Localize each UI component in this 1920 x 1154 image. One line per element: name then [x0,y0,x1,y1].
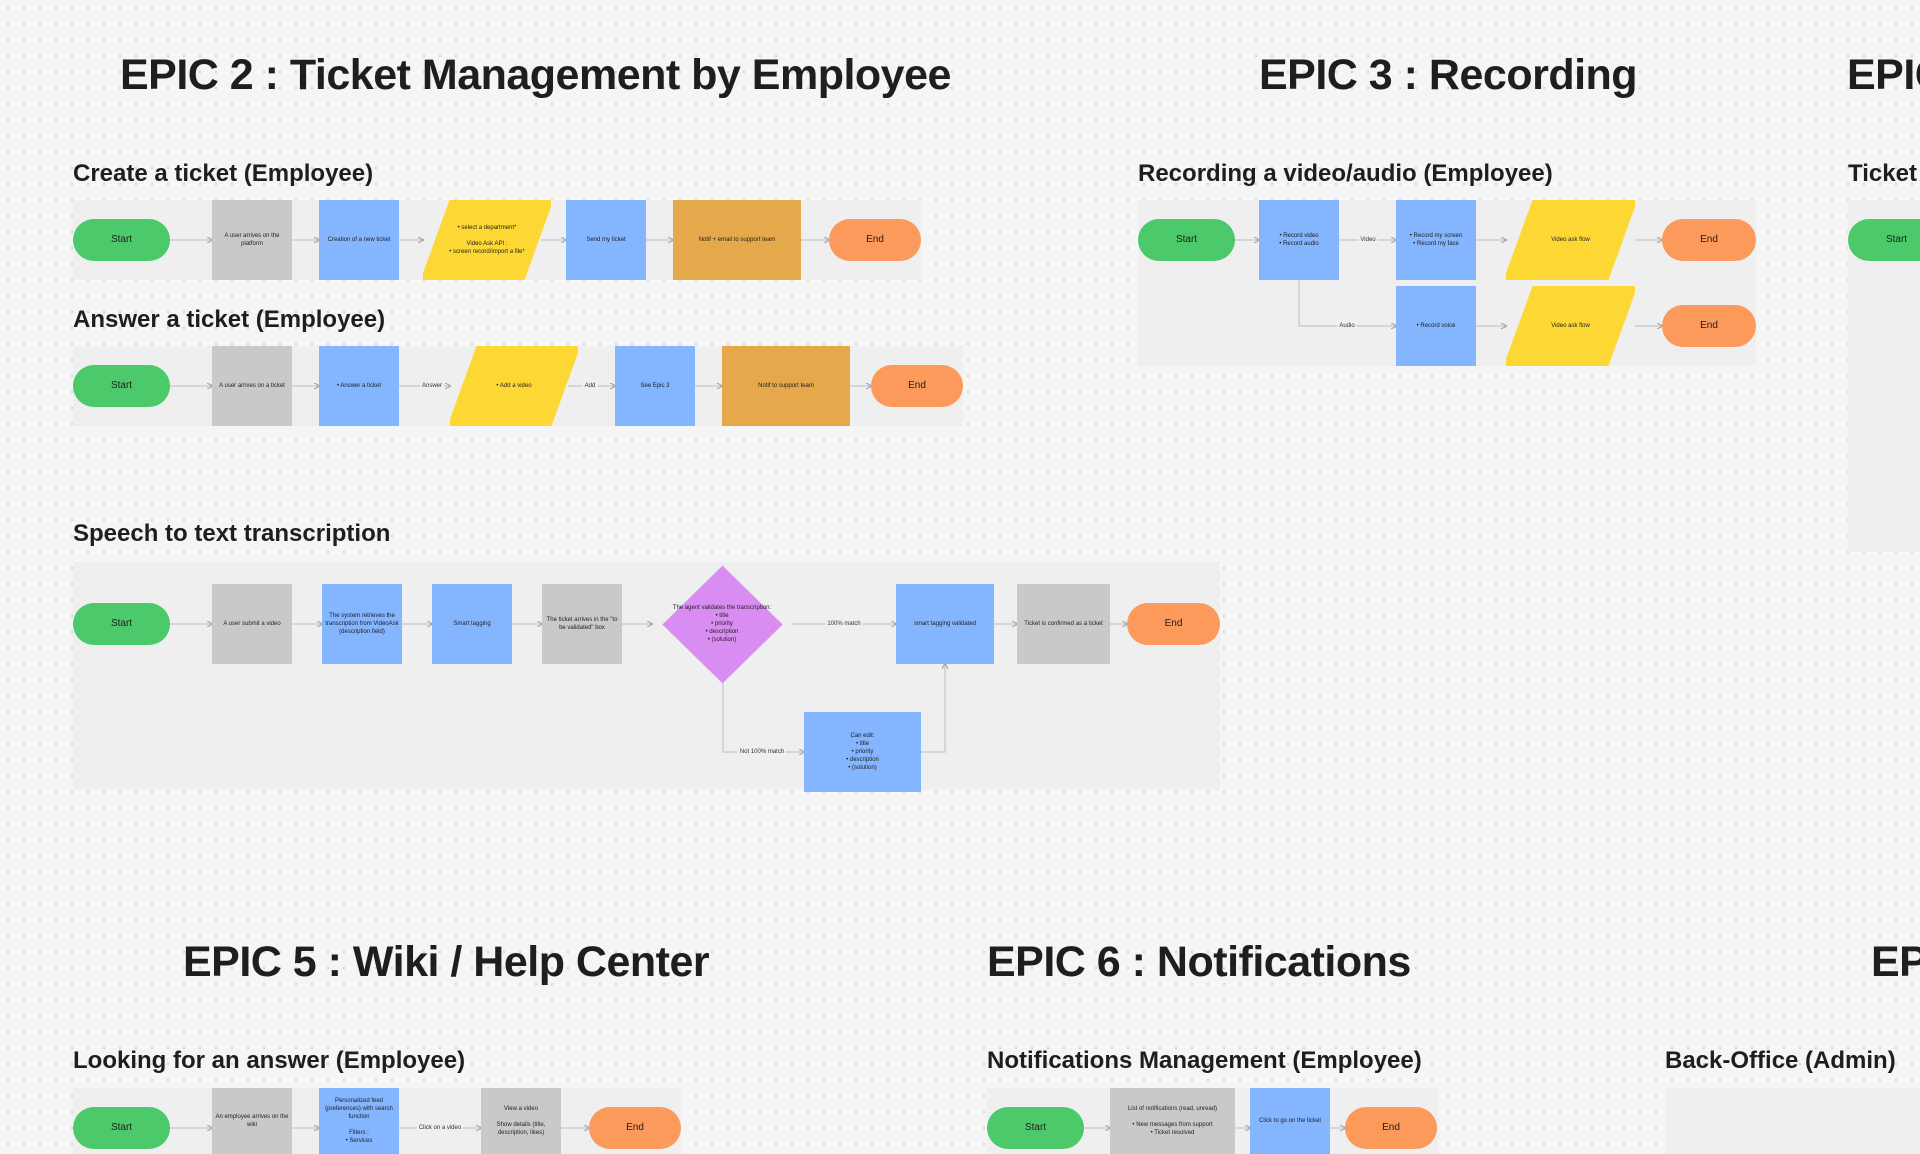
lane-back-office [1665,1088,1920,1154]
rec-start-node[interactable]: Start [1138,219,1235,261]
flow-title-looking-answer: Looking for an answer (Employee) [73,1047,466,1074]
epic4-start-node[interactable]: Start [1848,219,1920,261]
create-new-ticket-node[interactable]: Creation of a new ticket [319,200,399,280]
stt-to-be-validated-node[interactable]: The ticket arrives in the "to be validat… [542,584,622,664]
notif-start-node[interactable]: Start [987,1107,1084,1149]
answer-add-video-node[interactable]: • Add a video [450,346,578,426]
answer-see-epic3-node[interactable]: See Epic 3 [615,346,695,426]
rec-record-video-audio-node[interactable]: • Record video • Record audio [1259,200,1339,280]
rec-record-screen-node[interactable]: • Record my screen • Record my face [1396,200,1476,280]
create-department-text: • select a department* Video Ask API : •… [449,224,525,256]
stt-ticket-confirmed-node[interactable]: Ticket is confirmed as a ticket [1017,584,1110,664]
epic-5-title: EPIC 5 : Wiki / Help Center [183,938,710,986]
edge-label-audio: Audio [1337,323,1357,329]
epic-4-title: EPIC [1847,51,1920,99]
wiki-end-node[interactable]: End [589,1107,681,1149]
epic-7-title: EP [1871,938,1920,986]
wiki-start-node[interactable]: Start [73,1107,170,1149]
create-start-node[interactable]: Start [73,219,170,261]
stt-smart-tagging-node[interactable]: Smart tagging [432,584,512,664]
edge-label-video: Video [1358,237,1378,243]
stt-submit-video-node[interactable]: A user submit a video [212,584,292,664]
stt-can-edit-node[interactable]: Can edit: • title • priority • descripti… [804,712,921,792]
answer-arrives-node[interactable]: A user arrives on a ticket [212,346,292,426]
edge-label-answer: Answer [419,383,445,389]
stt-agent-validates-text: The agent validates the transcription: •… [672,604,772,644]
flow-title-epic4: Ticket [1848,160,1917,187]
edge-label-click-video: Click on a video [416,1125,464,1131]
rec-record-voice-node[interactable]: • Record voice [1396,286,1476,366]
edge-label-add: Add [582,383,598,389]
notif-go-ticket-node[interactable]: Click to go on the ticket [1250,1088,1330,1154]
flow-title-answer-ticket: Answer a ticket (Employee) [73,306,386,333]
answer-add-video-text: • Add a video [496,382,532,389]
edge-label-not-100-match: Not 100% match [737,749,787,755]
flow-title-recording: Recording a video/audio (Employee) [1138,160,1553,187]
epic-2-title: EPIC 2 : Ticket Management by Employee [120,51,951,99]
stt-start-node[interactable]: Start [73,603,170,645]
create-notif-node[interactable]: Notif + email to support team [673,200,801,280]
wiki-feed-node[interactable]: Personalized feed (preferences) with sea… [319,1088,399,1154]
create-send-ticket-node[interactable]: Send my ticket [566,200,646,280]
rec-video-ask-flow-audio-node[interactable]: Video ask flow [1506,286,1635,366]
create-arrives-node[interactable]: A user arrives on the platform [212,200,292,280]
edge-label-100-match: 100% match [825,621,863,627]
answer-end-node[interactable]: End [871,365,963,407]
epic-6-title: EPIC 6 : Notifications [987,938,1411,986]
answer-notif-node[interactable]: Notif to support team [722,346,850,426]
notif-end-node[interactable]: End [1345,1107,1437,1149]
stt-end-node[interactable]: End [1127,603,1220,645]
flow-title-create-ticket: Create a ticket (Employee) [73,160,374,187]
flow-title-notifications: Notifications Management (Employee) [987,1047,1422,1074]
stt-retrieve-transcription-node[interactable]: The system retrieves the transcription f… [322,584,402,664]
create-end-node[interactable]: End [829,219,921,261]
stt-tagging-validated-node[interactable]: smart tagging validated [896,584,994,664]
rec-end-audio-node[interactable]: End [1662,305,1756,347]
epic-3-title: EPIC 3 : Recording [1259,51,1638,99]
answer-ticket-node[interactable]: • Answer a ticket [319,346,399,426]
answer-start-node[interactable]: Start [73,365,170,407]
stt-agent-validates-decision[interactable]: The agent validates the transcription: •… [652,564,792,684]
rec-end-node[interactable]: End [1662,219,1756,261]
rec-video-ask-flow-audio-text: Video ask flow [1551,322,1590,329]
create-department-node[interactable]: • select a department* Video Ask API : •… [423,200,551,280]
notif-list-node[interactable]: List of notifications (read, unread) • N… [1110,1088,1235,1154]
rec-video-ask-flow-node[interactable]: Video ask flow [1506,200,1635,280]
flow-title-speech-to-text: Speech to text transcription [73,520,391,547]
flow-title-back-office: Back-Office (Admin) [1665,1047,1896,1074]
wiki-arrives-node[interactable]: An employee arrives on the wiki [212,1088,292,1154]
wiki-view-video-node[interactable]: View a video Show details (title, descri… [481,1088,561,1154]
rec-video-ask-flow-text: Video ask flow [1551,236,1590,243]
